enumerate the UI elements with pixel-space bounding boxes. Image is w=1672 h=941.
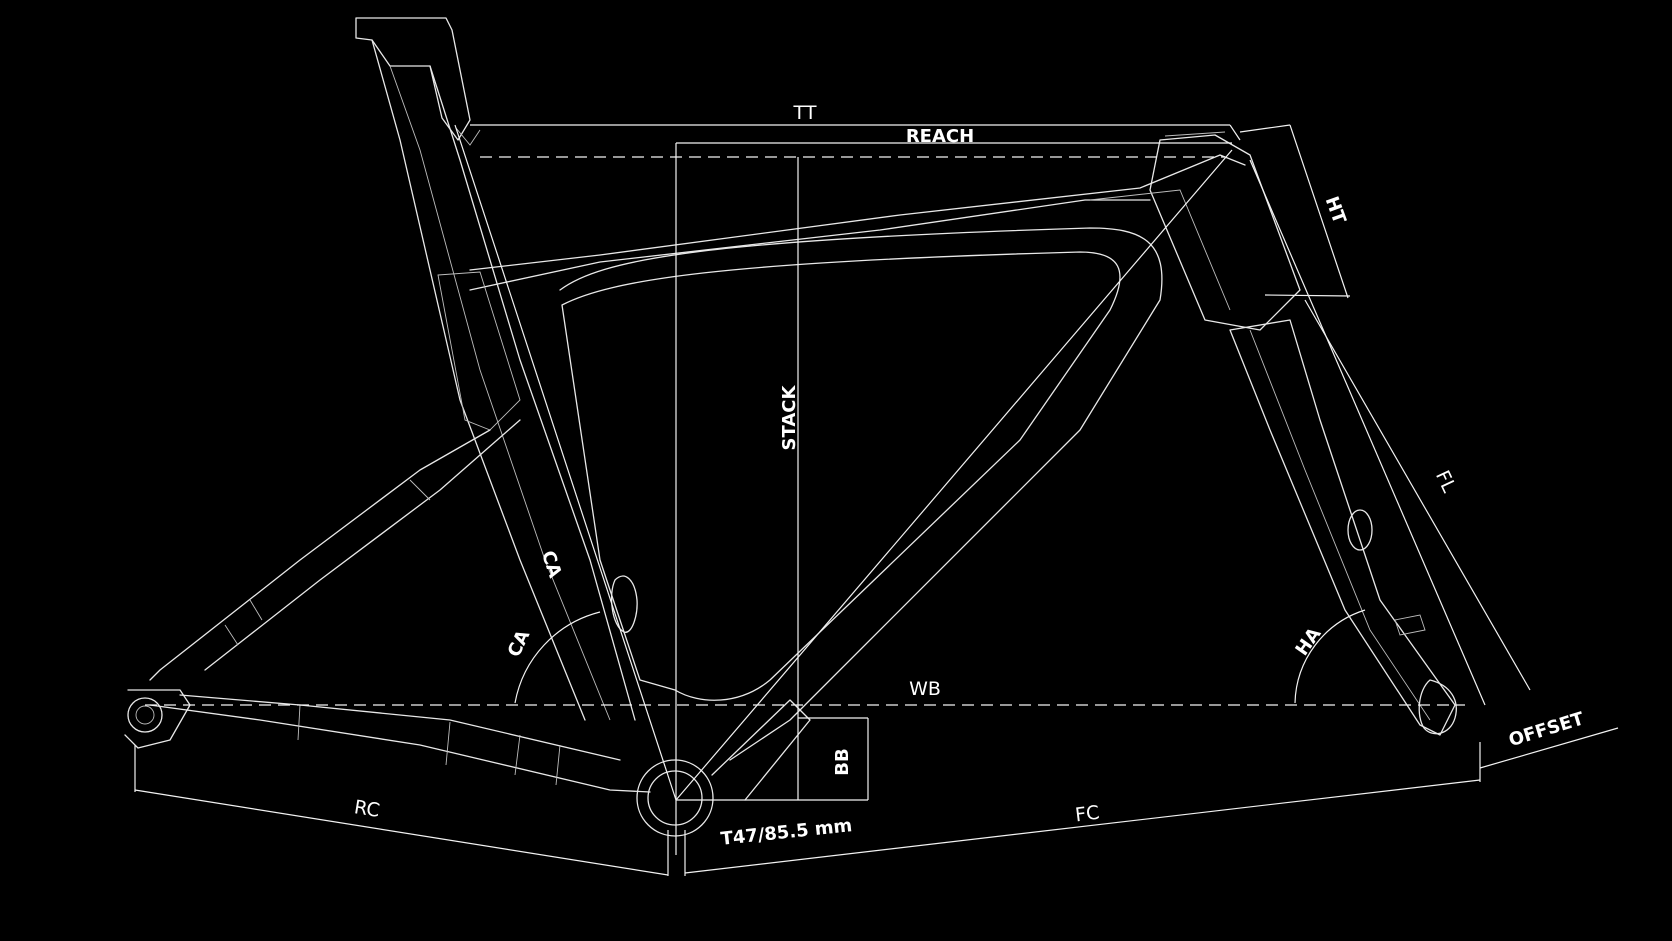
label-rc: RC [353,796,382,822]
label-offset: OFFSET [1506,708,1587,751]
geometry-labels: TT REACH STACK HT FL CA CA HA WB BB RC F… [353,102,1588,850]
fc-line [684,779,1481,874]
fork-dropout [1418,679,1457,735]
seatpost [355,17,471,141]
bottle-port [610,575,638,633]
ht-line [1239,124,1291,133]
ha-angle-arc [1294,609,1366,704]
label-ha: HA [1292,624,1326,660]
label-wb: WB [909,678,941,700]
down-tube [559,227,1163,761]
label-bb-spec: T47/85.5 mm [720,815,854,850]
ca-angle-arc [514,611,601,704]
offset-line [1479,727,1619,769]
label-fc: FC [1074,802,1101,827]
chain-stay [149,704,651,793]
fork [1229,319,1456,736]
label-fl: FL [1431,467,1460,496]
label-tt: TT [793,102,817,124]
label-stack: STACK [779,384,800,450]
head-tube [1149,134,1301,331]
label-bb: BB [832,748,853,775]
bike-frame-outline [124,17,1457,837]
label-ca-angle: CA [504,627,535,661]
label-ca-top: CA [537,548,565,580]
fl-line [1304,299,1531,691]
geometry-lines [134,124,1619,876]
rear-axle [127,697,163,733]
top-tube [469,154,1246,271]
seat-tube-axis [454,124,677,801]
label-reach: REACH [906,126,974,147]
label-ht: HT [1321,194,1350,228]
rc-line [134,789,669,876]
bottom-bracket-shell [636,759,714,837]
fork-port [1347,509,1373,551]
down-tube-axis [675,149,1233,801]
seat-mast [371,39,636,721]
seat-stay [149,429,491,681]
main-triangle-inner [561,251,1121,701]
